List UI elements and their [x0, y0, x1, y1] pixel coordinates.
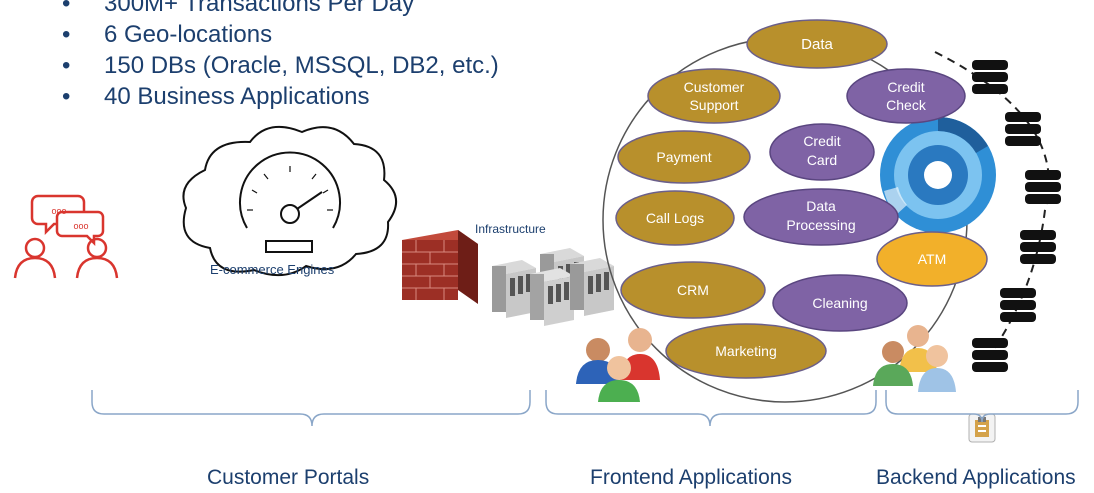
app-credit-check: Credit Check	[846, 68, 966, 124]
app-credit-card-line2: Card	[807, 152, 837, 168]
app-data-label: Data	[801, 36, 833, 53]
backend-applications-label: Backend Applications	[876, 466, 1076, 489]
app-cleaning-label: Cleaning	[812, 295, 867, 311]
app-payment: Payment	[617, 130, 751, 184]
stat-databases: 150 DBs (Oracle, MSSQL, DB2, etc.)	[62, 50, 499, 81]
app-credit-check-line1: Credit	[887, 79, 924, 95]
app-atm-label: ATM	[918, 251, 947, 267]
stat-transactions: 300M+ Transactions Per Day	[62, 0, 499, 19]
stat-geo-locations: 6 Geo-locations	[62, 19, 499, 50]
app-call-logs-label: Call Logs	[646, 210, 704, 226]
app-data-processing: Data Processing	[743, 188, 899, 246]
app-credit-card: Credit Card	[769, 123, 875, 181]
server-rack-icon	[492, 248, 614, 326]
database-icon	[972, 60, 1061, 372]
app-customer-support-line2: Support	[689, 97, 738, 113]
speedometer-icon	[239, 151, 341, 253]
people-group-icon	[873, 325, 956, 392]
bracket-customer-portals	[91, 390, 531, 427]
app-data: Data	[746, 19, 888, 69]
bracket-backend-applications	[885, 390, 1079, 423]
ecommerce-engines-label: E-commerce Engines	[210, 262, 335, 277]
frontend-applications-label: Frontend Applications	[590, 466, 792, 489]
app-marketing: Marketing	[665, 323, 827, 379]
app-payment-label: Payment	[656, 149, 711, 165]
erp-disc-icon	[880, 117, 996, 233]
app-customer-support-line1: Customer	[684, 79, 745, 95]
stat-business-apps: 40 Business Applications	[62, 81, 499, 112]
chat-bubble-dots-2: ooo	[73, 221, 88, 231]
app-credit-card-line1: Credit	[803, 133, 840, 149]
app-atm: ATM	[876, 231, 988, 287]
app-data-processing-line2: Processing	[786, 217, 855, 233]
chat-users-icon: ooo ooo	[13, 194, 119, 279]
app-marketing-label: Marketing	[715, 343, 776, 359]
infrastructure-label: Infrastructure	[475, 222, 546, 236]
app-credit-check-line2: Check	[886, 97, 927, 113]
app-crm: CRM	[620, 261, 766, 319]
tier-brackets	[91, 390, 1079, 427]
cloud-icon	[182, 125, 397, 277]
firewall-icon	[402, 230, 478, 304]
app-crm-label: CRM	[677, 282, 709, 298]
app-cleaning: Cleaning	[772, 274, 908, 332]
customer-portals-label: Customer Portals	[207, 466, 370, 489]
bracket-frontend-applications	[545, 390, 877, 427]
app-data-processing-line1: Data	[806, 198, 836, 214]
app-call-logs: Call Logs	[615, 190, 735, 246]
chat-bubble-dots: ooo	[51, 206, 66, 216]
stats-list: 300M+ Transactions Per Day 6 Geo-locatio…	[62, 0, 499, 112]
app-customer-support: Customer Support	[647, 68, 781, 124]
people-group-icon	[576, 328, 660, 402]
